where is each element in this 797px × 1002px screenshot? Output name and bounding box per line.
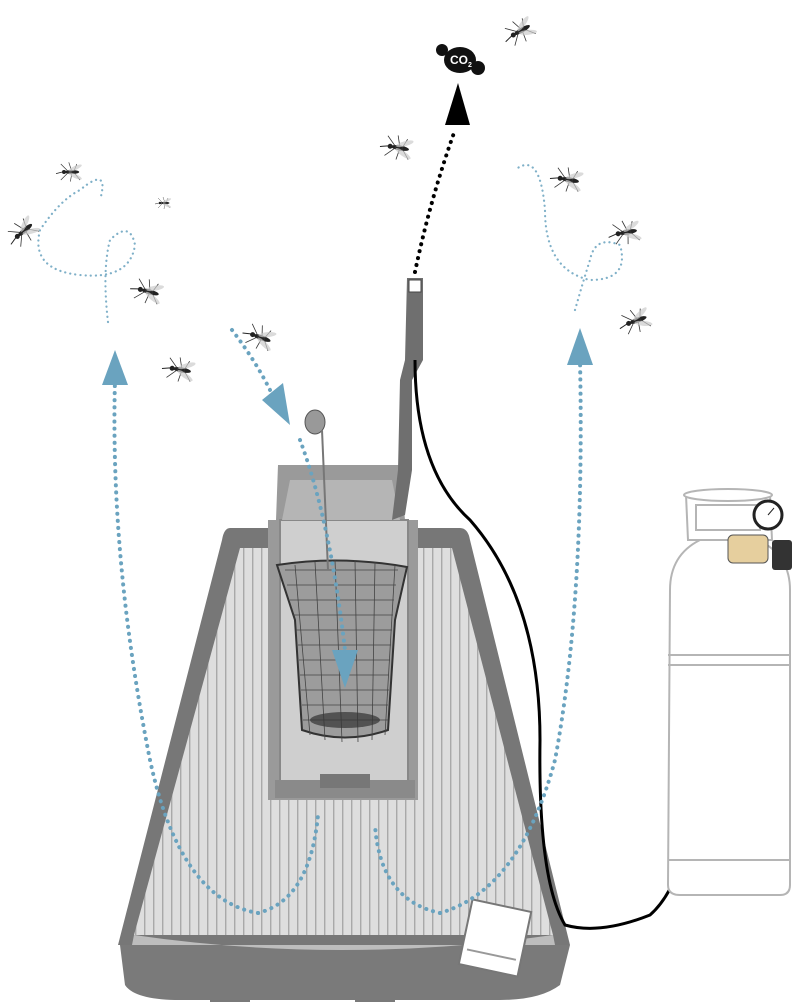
co2-cloud: CO2 bbox=[436, 44, 485, 75]
probe bbox=[304, 409, 329, 571]
mosquitoes bbox=[1, 12, 656, 385]
airflow-paths bbox=[37, 163, 624, 915]
svg-text:CO2: CO2 bbox=[450, 53, 472, 69]
co2-plume bbox=[413, 128, 457, 274]
mosquito-icon bbox=[154, 196, 172, 210]
arrow-up-left bbox=[102, 350, 128, 385]
mosquito-icon bbox=[55, 161, 83, 183]
mosquito-icon bbox=[605, 217, 644, 248]
arrow-up-right bbox=[567, 328, 593, 365]
mosquito-icon bbox=[1, 211, 44, 253]
catch-net bbox=[275, 559, 409, 743]
arrow-down-in bbox=[262, 383, 290, 425]
mosquito-icon bbox=[547, 164, 586, 195]
co2-cylinder bbox=[666, 488, 791, 896]
mosquito-icon bbox=[614, 303, 656, 339]
mosquito-icon bbox=[377, 132, 416, 163]
mosquito-icon bbox=[127, 274, 167, 308]
arrow-into-net bbox=[332, 650, 358, 688]
co2-arrow bbox=[445, 83, 470, 125]
mosquito-icon bbox=[159, 354, 198, 385]
co2-outlet-pole bbox=[392, 278, 423, 520]
lure-packet bbox=[457, 898, 533, 978]
mosquito-icon bbox=[498, 12, 540, 51]
pressure-regulator bbox=[727, 499, 792, 570]
